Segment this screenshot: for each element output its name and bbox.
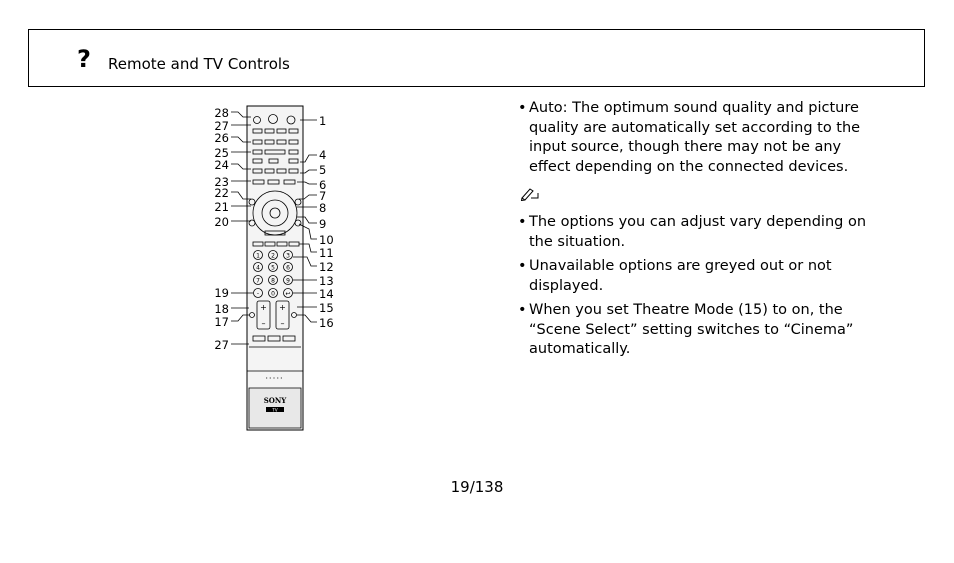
callout-right: 8 bbox=[319, 201, 327, 215]
bullet-auto: Auto: The optimum sound quality and pict… bbox=[518, 99, 878, 177]
keypad-key: 4 bbox=[256, 265, 260, 272]
prog-plus: + bbox=[279, 303, 286, 312]
vol-minus: – bbox=[262, 319, 266, 328]
callout-right: 16 bbox=[319, 316, 334, 330]
keypad-key: 9 bbox=[286, 278, 290, 285]
content-column: Auto: The optimum sound quality and pict… bbox=[518, 99, 878, 365]
page-number: 19/138 bbox=[450, 478, 504, 496]
callout-left: 27 bbox=[214, 338, 229, 352]
callout-left: 20 bbox=[214, 215, 229, 229]
callout-right: 12 bbox=[319, 260, 334, 274]
callout-left: 19 bbox=[214, 286, 229, 300]
callout-left: 23 bbox=[214, 175, 229, 189]
prog-minus: – bbox=[281, 319, 285, 328]
callout-right: 1 bbox=[319, 114, 327, 128]
callout-left: 25 bbox=[214, 146, 229, 160]
callout-left: 17 bbox=[214, 315, 229, 329]
tv-logo: TV bbox=[271, 407, 277, 412]
callout-right: 10 bbox=[319, 233, 334, 247]
header-title: Remote and TV Controls bbox=[108, 55, 290, 73]
bullet-theatre-mode: When you set Theatre Mode (15) to on, th… bbox=[518, 301, 878, 360]
callout-right: 13 bbox=[319, 274, 334, 288]
callout-right: 5 bbox=[319, 163, 327, 177]
keypad-key: 5 bbox=[271, 265, 275, 272]
bullet-options: The options you can adjust vary dependin… bbox=[518, 213, 878, 252]
keypad-key: ↩ bbox=[285, 291, 290, 298]
header-box: ? Remote and TV Controls bbox=[28, 29, 925, 87]
question-icon[interactable]: ? bbox=[77, 45, 91, 73]
keypad-key: 8 bbox=[271, 278, 275, 285]
callout-left: 24 bbox=[214, 158, 229, 172]
keypad-key: - bbox=[257, 291, 259, 298]
callout-right: 9 bbox=[319, 217, 327, 231]
bullet-unavailable: Unavailable options are greyed out or no… bbox=[518, 257, 878, 296]
callout-left: 22 bbox=[214, 186, 229, 200]
sony-logo: SONY bbox=[264, 396, 288, 405]
keypad-key: 0 bbox=[271, 291, 275, 298]
keypad-key: 6 bbox=[286, 265, 290, 272]
vol-plus: + bbox=[260, 303, 267, 312]
callout-left: 21 bbox=[214, 200, 229, 214]
callout-left: 28 bbox=[214, 106, 229, 120]
pencil-note-icon bbox=[520, 185, 878, 205]
callout-right: 7 bbox=[319, 189, 327, 203]
callout-right: 6 bbox=[319, 178, 327, 192]
keypad-key: 2 bbox=[271, 253, 275, 260]
remote-figure: 28 27 26 25 24 23 22 21 20 19 18 17 27 1… bbox=[205, 103, 345, 433]
remote-drawing: 1 2 3 4 5 6 7 8 9 - 0 ↩ + – + – SONY TV bbox=[231, 105, 317, 431]
callout-right: 15 bbox=[319, 301, 334, 315]
callout-right: 11 bbox=[319, 246, 334, 260]
callout-right: 4 bbox=[319, 148, 327, 162]
callout-left: 27 bbox=[214, 119, 229, 133]
callout-left: 26 bbox=[214, 131, 229, 145]
keypad-key: 1 bbox=[256, 253, 260, 260]
keypad-key: 3 bbox=[286, 253, 290, 260]
callout-left: 18 bbox=[214, 302, 229, 316]
callout-right: 14 bbox=[319, 287, 334, 301]
keypad-key: 7 bbox=[256, 278, 260, 285]
